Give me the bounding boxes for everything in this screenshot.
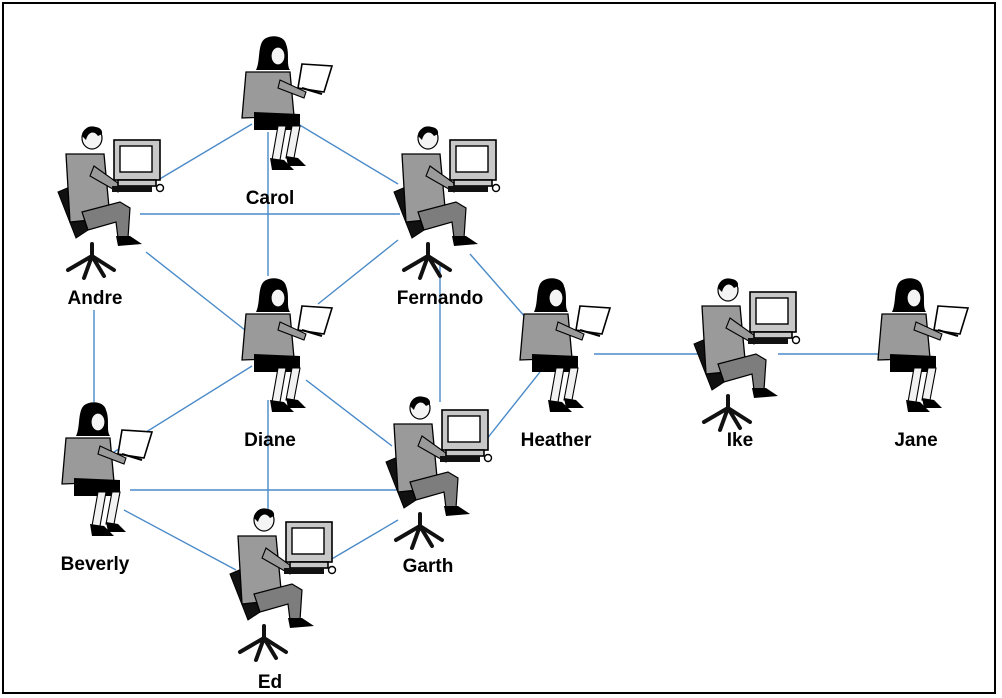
label-diane: Diane xyxy=(244,430,296,451)
edge-carol-fernando xyxy=(297,123,399,185)
edge-fernando-diane xyxy=(317,239,399,305)
node-ed: Ed xyxy=(229,508,337,693)
chair-icon xyxy=(394,512,444,550)
person-woman-figure xyxy=(241,278,334,412)
node-carol: Carol xyxy=(241,36,334,209)
chair-icon xyxy=(702,394,752,432)
node-andre: Andre xyxy=(57,126,165,309)
label-garth: Garth xyxy=(403,556,454,577)
chair-icon xyxy=(66,242,116,280)
node-fernando: Fernando xyxy=(393,126,501,309)
label-jane: Jane xyxy=(894,430,937,451)
person-man-figure xyxy=(385,396,493,550)
tablet-icon xyxy=(575,305,612,335)
tablet-icon xyxy=(297,63,334,93)
person-man-figure xyxy=(393,126,501,280)
chair-icon xyxy=(238,624,288,662)
connections xyxy=(93,123,886,571)
label-heather: Heather xyxy=(521,430,592,451)
person-woman-figure xyxy=(61,402,154,536)
edge-beverly-ed xyxy=(123,509,237,571)
node-jane: Jane xyxy=(877,278,970,451)
tablet-icon xyxy=(933,305,970,335)
label-ike: Ike xyxy=(727,430,753,451)
person-man-figure xyxy=(693,278,801,432)
person-woman-figure xyxy=(877,278,970,412)
edge-andre-diane xyxy=(145,251,251,335)
edge-garth-heather xyxy=(485,371,541,441)
node-ike: Ike xyxy=(693,278,801,451)
edge-carol-andre xyxy=(157,123,253,181)
label-ed: Ed xyxy=(258,672,282,693)
label-carol: Carol xyxy=(246,188,295,209)
person-woman-figure xyxy=(241,36,334,170)
edge-diane-garth xyxy=(305,379,393,447)
node-heather: Heather xyxy=(519,278,612,451)
person-man-figure xyxy=(57,126,165,280)
person-man-figure xyxy=(229,508,337,662)
tablet-icon xyxy=(297,305,334,335)
node-beverly: Beverly xyxy=(61,402,154,575)
label-andre: Andre xyxy=(68,288,123,309)
person-woman-figure xyxy=(519,278,612,412)
node-garth: Garth xyxy=(385,396,493,577)
edge-ed-garth xyxy=(329,519,399,561)
label-beverly: Beverly xyxy=(61,554,130,575)
label-fernando: Fernando xyxy=(397,288,484,309)
tablet-icon xyxy=(117,429,154,459)
node-diane: Diane xyxy=(241,278,334,451)
edge-fernando-heather xyxy=(469,253,527,319)
chair-icon xyxy=(402,242,452,280)
